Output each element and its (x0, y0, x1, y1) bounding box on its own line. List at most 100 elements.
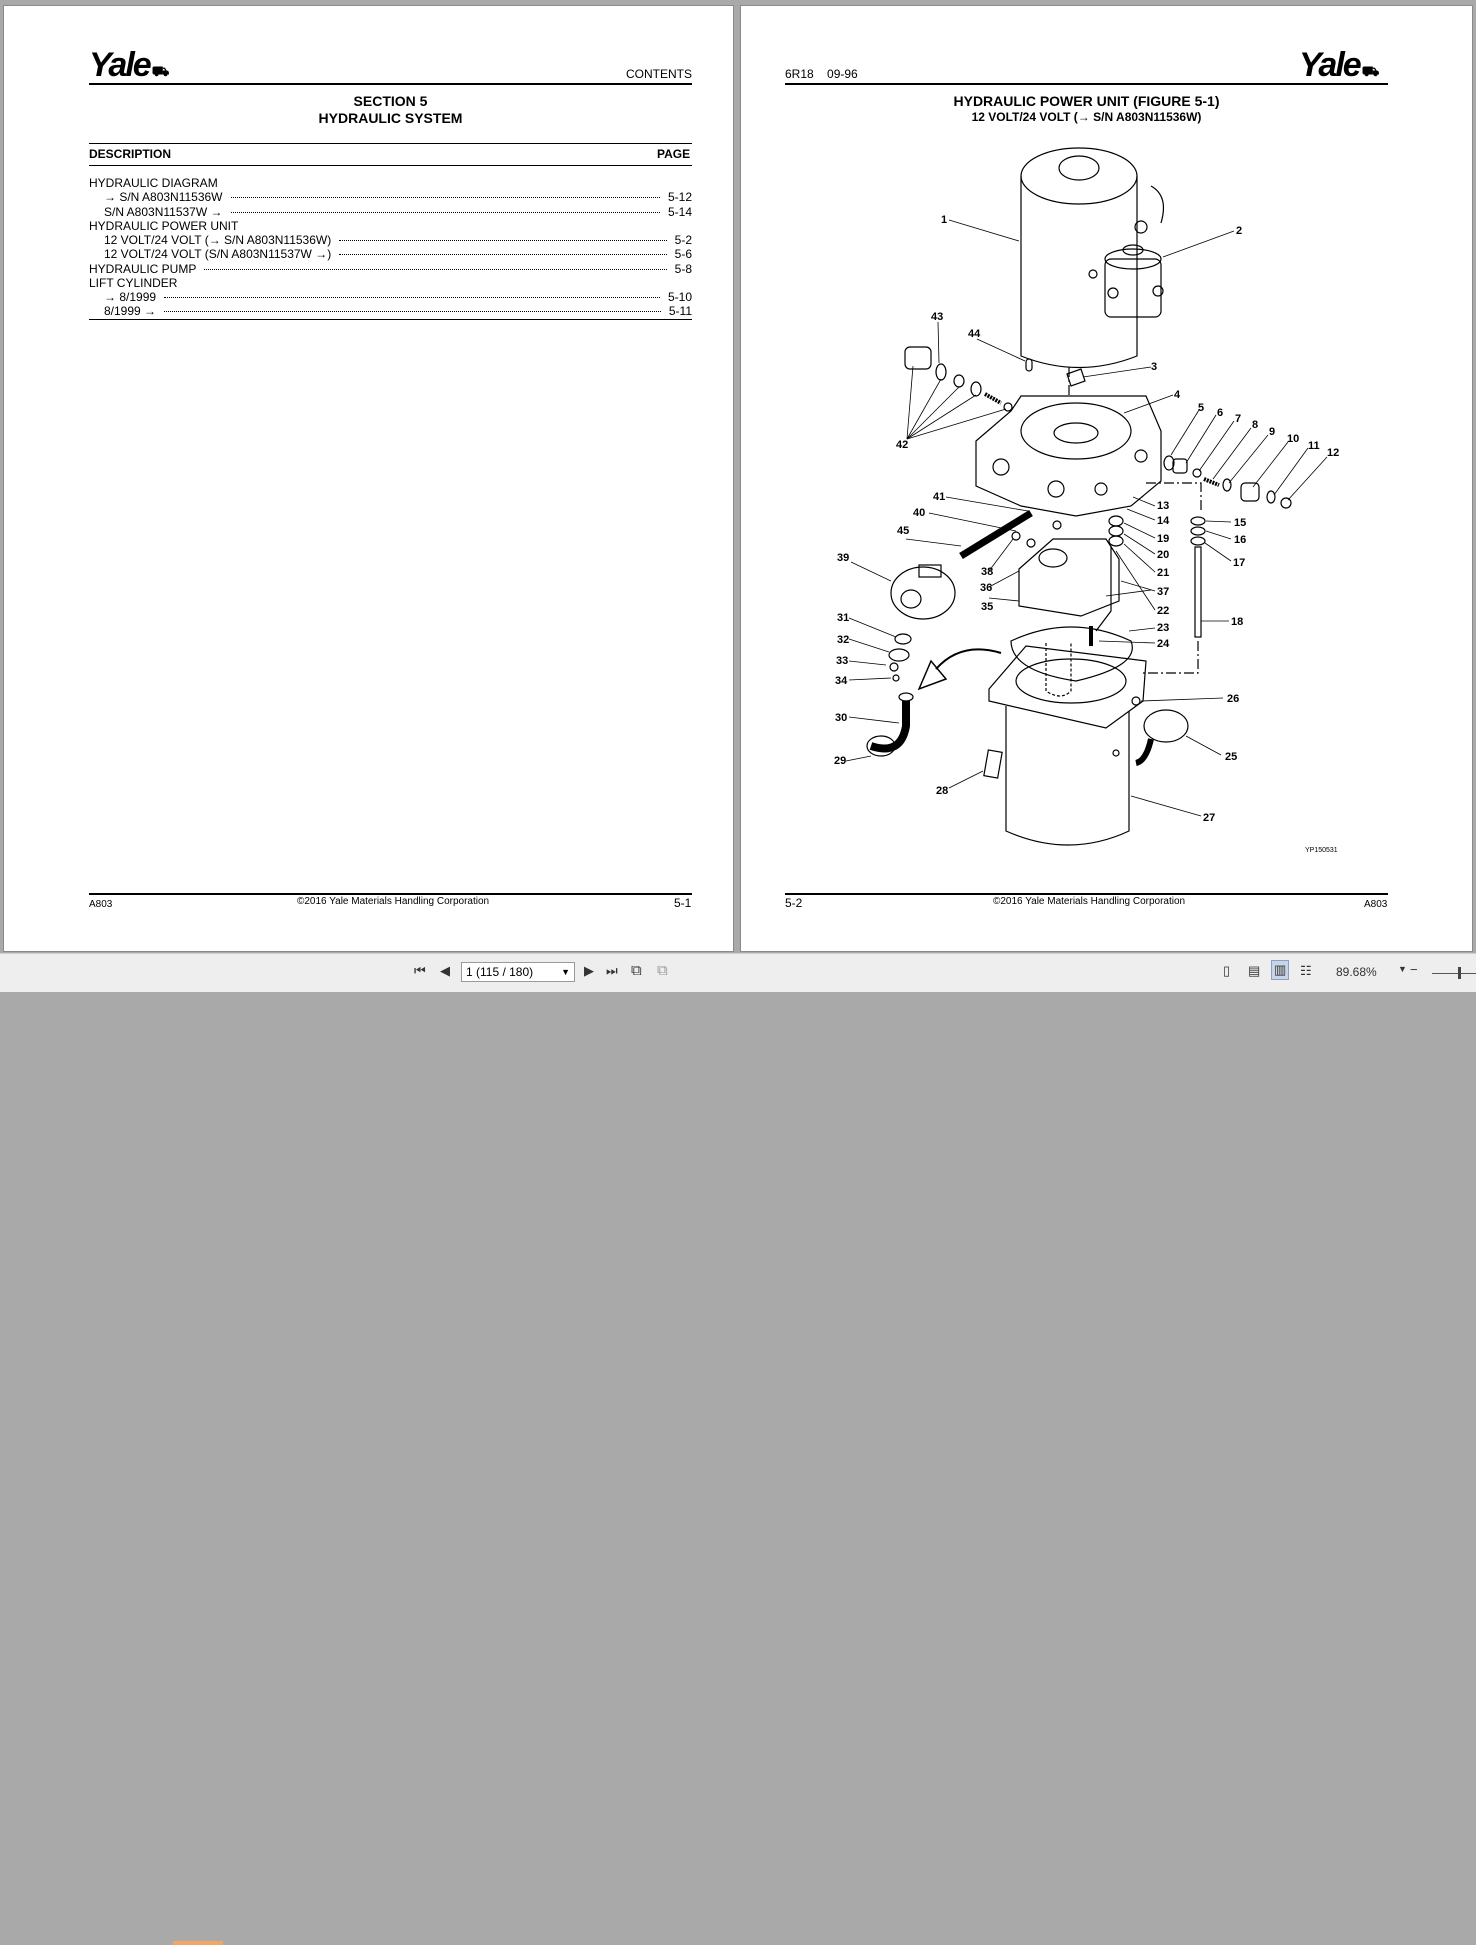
callout-6: 6 (1217, 407, 1223, 419)
callout-3: 3 (1151, 361, 1157, 373)
callout-7: 7 (1235, 413, 1241, 425)
toc-entry[interactable]: S/N A803N11537W →5-14 (104, 205, 692, 219)
manifold-center-shape (1053, 422, 1099, 444)
previous-page-icon[interactable]: ◀ (440, 963, 450, 978)
solenoid-stud-shape (1088, 269, 1098, 279)
zoom-out-icon[interactable]: − (1410, 962, 1418, 977)
alignment-line-shape (1146, 482, 1202, 511)
ball-shape (1192, 468, 1202, 478)
coupling-shape (1066, 368, 1086, 387)
first-page-icon[interactable]: ⏮ (414, 963, 426, 978)
seal-shape (1163, 455, 1175, 471)
hydraulic-power-unit-diagram: 1 2 3 4 5 6 7 8 9 10 11 12 13 14 15 16 1… (834, 147, 1339, 854)
page-number-select[interactable]: 1 (115 / 180) ▼ (461, 962, 575, 982)
seal-shape (1026, 538, 1036, 548)
motor-top-shape (1020, 147, 1138, 205)
section-subtitle: HYDRAULIC SYSTEM (318, 110, 463, 126)
toc-entry[interactable]: HYDRAULIC POWER UNIT (89, 219, 692, 233)
coil-connector-shape (918, 564, 942, 578)
zoom-slider-track[interactable] (1432, 973, 1476, 974)
alignment-line-shape (1141, 641, 1199, 674)
terminal-nut-shape (1134, 220, 1148, 234)
continuous-view-icon[interactable]: ▤ (1248, 963, 1261, 978)
document-page-left: Yale⛟ CONTENTS SECTION 5 HYDRAULIC SYSTE… (3, 5, 734, 952)
solenoid-stud-shape (1107, 287, 1119, 299)
toc-entry[interactable]: HYDRAULIC DIAGRAM (89, 176, 692, 190)
facing-view-icon[interactable]: ▥ (1271, 960, 1290, 980)
spring-shape (984, 392, 1002, 405)
toc-entry[interactable]: 12 VOLT/24 VOLT (→ S/N A803N11536W)5-2 (104, 233, 692, 247)
callout-14: 14 (1157, 515, 1170, 527)
single-page-view-icon[interactable]: ▯ (1223, 963, 1231, 978)
pump-body-shape (1018, 538, 1120, 617)
motor-cap-shape (1058, 155, 1100, 181)
callout-2: 2 (1236, 225, 1242, 237)
port-shape (1047, 480, 1065, 498)
toc-entry[interactable]: 12 VOLT/24 VOLT (S/N A803N11537W →)5-6 (104, 247, 692, 261)
callout-37: 37 (1157, 586, 1169, 598)
assembly-arrow-shape (935, 648, 1002, 670)
port-shape (1094, 482, 1108, 496)
breather-cap-shape (1143, 709, 1189, 743)
callout-36: 36 (980, 582, 992, 594)
manifold-block-shape (975, 395, 1162, 517)
footer-page-number: 5-2 (785, 896, 803, 910)
callout-33: 33 (836, 655, 848, 667)
cap-nut-shape (1280, 497, 1292, 509)
callout-26: 26 (1227, 693, 1239, 705)
toc-label: HYDRAULIC POWER UNIT (89, 219, 239, 233)
callout-38: 38 (981, 566, 993, 578)
zoom-dropdown-icon[interactable]: ▼ (1398, 964, 1407, 974)
toc-page: 5-14 (667, 205, 692, 219)
figure-subtitle: 12 VOLT/24 VOLT (→ S/N A803N11536W) (971, 110, 1202, 124)
washer-shape (894, 633, 912, 645)
dot-leader (230, 212, 660, 213)
zoom-level[interactable]: 89.68% (1336, 965, 1377, 979)
last-page-icon[interactable]: ⏭ (606, 963, 618, 978)
table-top-rule (89, 143, 692, 144)
col-description: DESCRIPTION (89, 147, 172, 161)
elbow-fitting-shape (869, 701, 910, 753)
table-head-rule (89, 165, 692, 166)
go-back-view-icon[interactable]: ⧉ (631, 962, 642, 979)
toc-entry[interactable]: LIFT CYLINDER (89, 276, 692, 290)
oring-shape (1190, 526, 1206, 536)
footer-model: A803 (89, 899, 113, 910)
tank-body-shape (1005, 706, 1130, 846)
return-tube-shape (1194, 546, 1202, 638)
chevron-down-icon: ▼ (561, 967, 570, 977)
tank-port-shape (1112, 749, 1120, 757)
callout-31: 31 (837, 612, 849, 624)
toc-label: LIFT CYLINDER (89, 276, 178, 290)
callout-9: 9 (1269, 426, 1275, 438)
oring-shape (1190, 536, 1206, 546)
zoom-slider-handle[interactable] (1458, 967, 1461, 979)
header-rule (89, 83, 692, 85)
viewer-toolbar: ⏮ ◀ 1 (115 / 180) ▼ ▶ ⏭ ⧉ ⧉ ▯ ▤ ▥ ☷ 89.6… (0, 953, 1476, 1945)
section-title: SECTION 5 (353, 93, 428, 109)
bracket-shape (888, 648, 910, 662)
oring-shape (1190, 516, 1206, 526)
seal-shape (953, 374, 965, 388)
next-page-icon[interactable]: ▶ (584, 963, 594, 978)
toc-entry[interactable]: 8/1999 →5-11 (104, 304, 692, 318)
continuous-facing-view-icon[interactable]: ☷ (1300, 963, 1312, 978)
toc-page: 5-10 (667, 290, 692, 304)
washer-shape (889, 662, 899, 672)
valve-seat-shape (1172, 458, 1188, 474)
yale-logo: Yale⛟ (1299, 46, 1379, 85)
ball-shape (1003, 402, 1013, 412)
plug-shape (904, 346, 932, 370)
toc-page: 5-6 (674, 247, 692, 261)
callout-12: 12 (1327, 447, 1339, 459)
callout-39: 39 (837, 552, 849, 564)
callout-32: 32 (837, 634, 849, 646)
go-forward-view-icon[interactable]: ⧉ (657, 962, 668, 979)
document-page-right: 6R18 09-96 Yale⛟ HYDRAULIC POWER UNIT (F… (740, 5, 1473, 952)
callout-23: 23 (1157, 622, 1169, 634)
dot-leader (339, 254, 667, 255)
callout-34: 34 (835, 675, 848, 687)
